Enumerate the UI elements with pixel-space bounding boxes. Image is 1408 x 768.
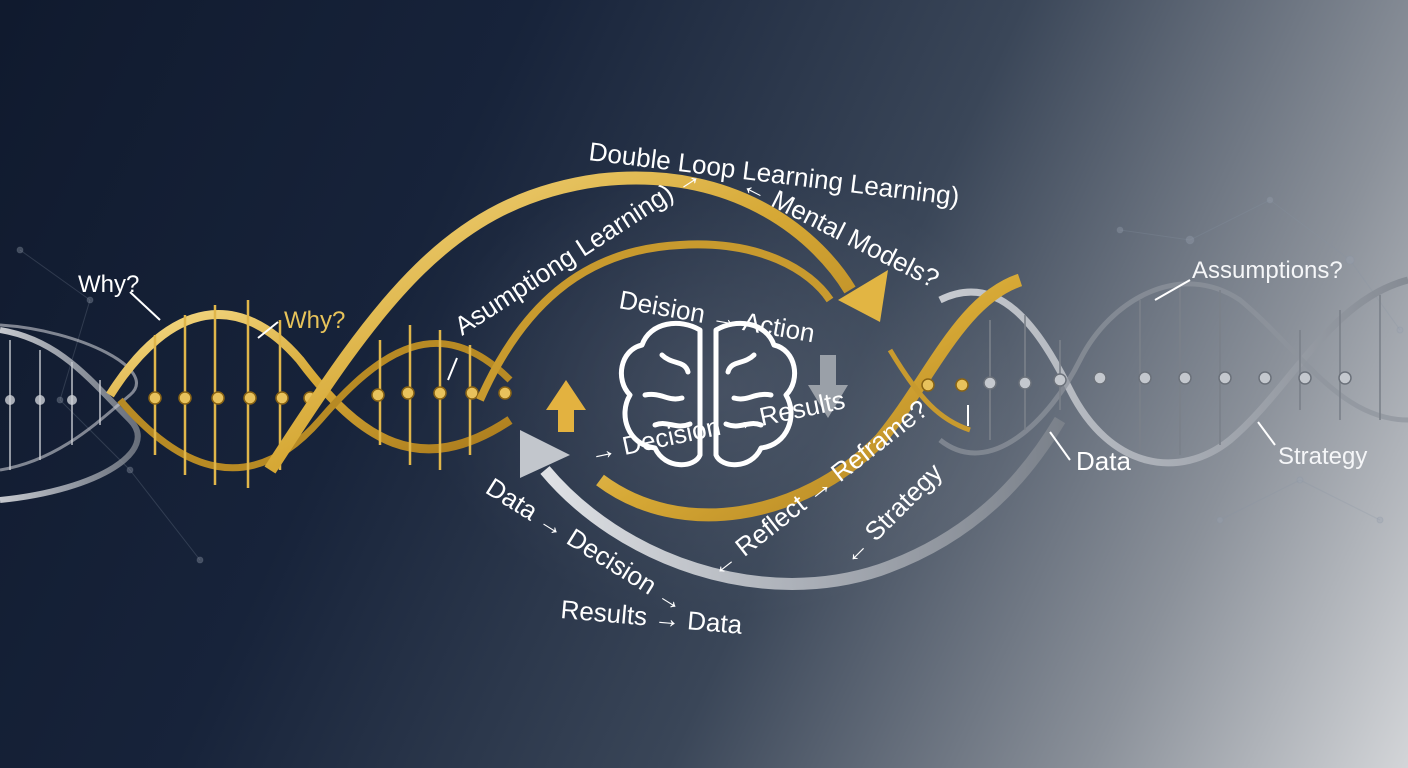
arrow-down-icon [808,355,848,418]
assumptions-label: Assumptions? [1192,257,1343,284]
center-glow [420,160,1020,620]
arrowhead-icon [520,430,570,478]
right-silver-helix [938,276,1408,467]
brain-icon [619,320,797,468]
gold-helix [106,171,1023,522]
strategy-right-label: Strategy [1278,443,1367,470]
why-label-left: Why? [78,271,139,298]
left-silver-helix [0,323,141,503]
outer-loop-ribbon [540,416,1066,590]
data-right-label: Data [1076,446,1131,476]
arrow-up-icon [546,380,586,432]
pointer-arrows [129,279,1276,461]
arrowhead-icon [838,270,888,322]
why-label-gold: Why? [284,307,345,334]
background-network [16,196,1404,564]
